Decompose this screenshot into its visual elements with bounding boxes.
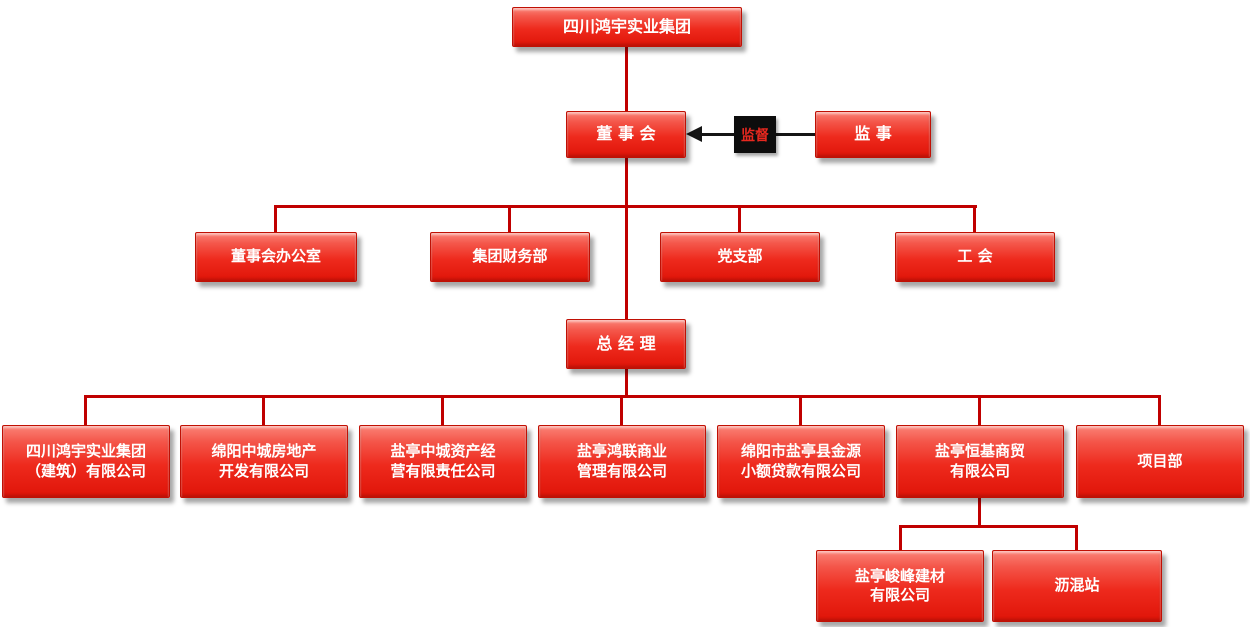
connector-line (625, 158, 628, 319)
gm-node: 总 经 理 (566, 319, 686, 369)
subsidiary-node-realestate: 绵阳中城房地产 开发有限公司 (180, 425, 348, 498)
connector-line (1075, 525, 1078, 550)
supervisor-node: 监 事 (815, 111, 931, 158)
connector-line (84, 395, 87, 425)
connector-line (978, 498, 981, 525)
subsidiary-node-microloan: 绵阳市盐亭县金源 小额贷款有限公司 (717, 425, 885, 498)
supervision-label: 监督 (734, 116, 776, 153)
dept-node-finance: 集团财务部 (430, 232, 590, 282)
arrow-left-icon (686, 126, 702, 142)
dept-node-party-branch: 党支部 (660, 232, 820, 282)
connector-line (899, 525, 902, 550)
dept-node-board-office: 董事会办公室 (195, 232, 357, 282)
connector-line (899, 525, 1078, 528)
subsidiary-node-project-dept: 项目部 (1076, 425, 1244, 498)
subsidiary-node-asset-mgmt: 盐亭中城资产经 营有限责任公司 (359, 425, 527, 498)
board-node: 董 事 会 (566, 111, 686, 158)
connector-line (508, 205, 511, 232)
connector-line (274, 205, 277, 232)
subsidiary-node-hengji-trade: 盐亭恒基商贸 有限公司 (896, 425, 1064, 498)
connector-line (625, 369, 628, 395)
dept-node-labor-union: 工 会 (895, 232, 1055, 282)
connector-line (441, 395, 444, 425)
connector-line (1158, 395, 1161, 425)
sub-subsidiary-node-asphalt-station: 沥混站 (992, 550, 1162, 622)
subsidiary-node-construction: 四川鸿宇实业集团 （建筑）有限公司 (2, 425, 170, 498)
connector-line (275, 205, 977, 208)
subsidiary-node-commerce-mgmt: 盐亭鸿联商业 管理有限公司 (538, 425, 706, 498)
connector-line (978, 395, 981, 425)
connector-line (262, 395, 265, 425)
connector-line (738, 205, 741, 232)
connector-line (625, 47, 628, 111)
connector-line (799, 395, 802, 425)
connector-line (973, 205, 976, 232)
connector-line (620, 395, 623, 425)
sub-subsidiary-node-building-materials: 盐亭峻峰建材 有限公司 (816, 550, 984, 622)
org-root-node: 四川鸿宇实业集团 (512, 7, 742, 47)
